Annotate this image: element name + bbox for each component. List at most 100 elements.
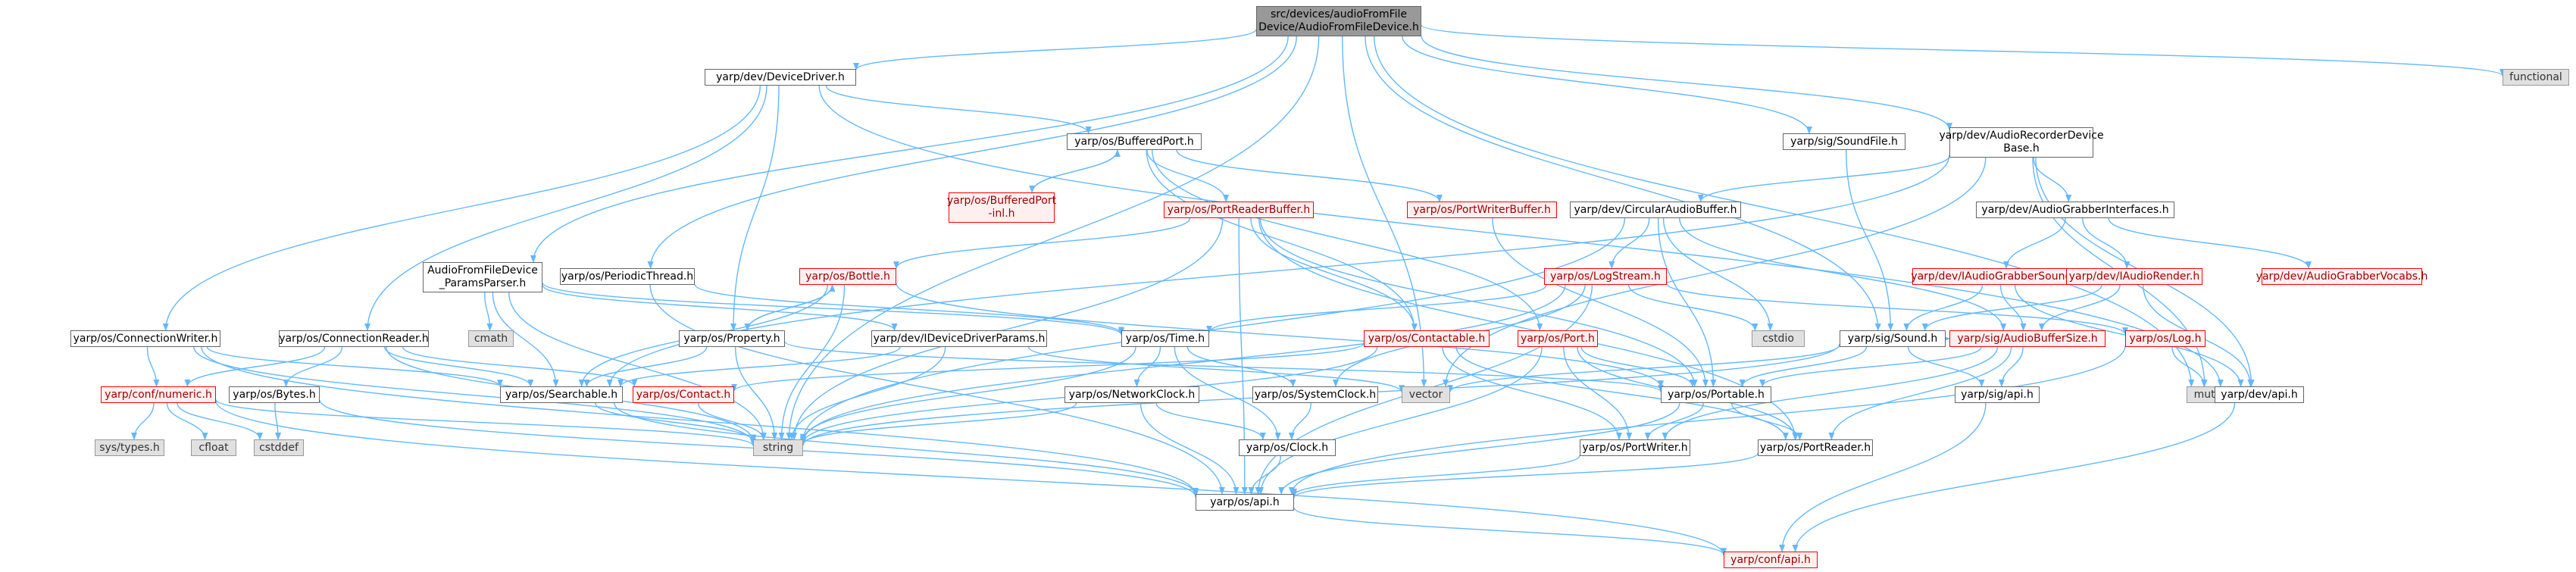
node-cstddef[interactable]: cstddef bbox=[254, 439, 304, 456]
edge-audiobufsize-to-sigapi bbox=[1998, 346, 2024, 387]
edge-connwriter-to-searchable bbox=[206, 346, 503, 388]
node-sysclock[interactable]: yarp/os/SystemClock.h bbox=[1252, 386, 1378, 403]
edge-idevparams-to-vector bbox=[1027, 346, 1405, 393]
node-sound[interactable]: yarp/sig/Sound.h bbox=[1840, 330, 1946, 347]
edge-audiorecbase-to-grabberifaces bbox=[2033, 157, 2072, 202]
edge-netclock-to-osclock bbox=[1155, 402, 1266, 440]
node-paramsparser[interactable]: AudioFromFileDevice _ParamsParser.h bbox=[423, 262, 542, 292]
edge-root-to-periodic bbox=[647, 36, 1297, 269]
node-osapi[interactable]: yarp/os/api.h bbox=[1196, 494, 1294, 511]
edge-portable-to-portwriter bbox=[1644, 402, 1704, 440]
edge-contact-to-string bbox=[697, 402, 767, 440]
node-confnumeric[interactable]: yarp/conf/numeric.h bbox=[101, 386, 216, 403]
edge-ostime-to-osclock bbox=[1174, 346, 1281, 440]
edge-bytes-to-cstddef bbox=[274, 402, 282, 440]
edge-root-to-sound bbox=[1365, 36, 1881, 331]
edge-bufport-to-portwriterbuf bbox=[1176, 149, 1443, 202]
edge-contactable-to-contact bbox=[731, 342, 1365, 392]
edge-idevparams-to-searchable bbox=[617, 346, 901, 387]
edge-logstream-to-string bbox=[800, 284, 1566, 444]
edge-devdriver-to-bufport bbox=[825, 85, 1092, 134]
node-cstdio[interactable]: cstdio bbox=[1752, 330, 1805, 347]
edge-bottle-to-string bbox=[778, 284, 846, 440]
node-string[interactable]: string bbox=[753, 439, 803, 456]
edge-connwriter-to-osapi bbox=[201, 346, 1199, 496]
edge-connwriter-to-confnumeric bbox=[146, 346, 160, 387]
node-cmath[interactable]: cmath bbox=[468, 330, 514, 347]
node-iaudiorender[interactable]: yarp/dev/IAudioRender.h bbox=[2066, 268, 2202, 285]
edge-netclock-to-string bbox=[800, 402, 1077, 445]
edge-paramsparser-to-cmath bbox=[484, 292, 493, 331]
node-functional[interactable]: functional bbox=[2503, 69, 2569, 86]
node-bufportinl[interactable]: yarp/os/BufferedPort -inl.h bbox=[947, 192, 1056, 223]
edge-searchable-to-osapi bbox=[614, 402, 1199, 495]
node-grabberifaces[interactable]: yarp/dev/AudioGrabberInterfaces.h bbox=[1976, 202, 2174, 218]
node-portreaderbuf[interactable]: yarp/os/PortReaderBuffer.h bbox=[1164, 202, 1314, 218]
edge-sound-to-portable bbox=[1739, 346, 1868, 387]
edge-oslog-to-mutex bbox=[2171, 346, 2208, 387]
edge-audiorecbase-to-circbuf bbox=[1697, 155, 1950, 202]
edge-osclock-to-osapi bbox=[1248, 455, 1282, 495]
node-portwriterbuf[interactable]: yarp/os/PortWriterBuffer.h bbox=[1407, 202, 1557, 218]
node-port[interactable]: yarp/os/Port.h bbox=[1518, 330, 1598, 347]
node-portwriter[interactable]: yarp/os/PortWriter.h bbox=[1580, 439, 1690, 456]
edge-logstream-to-cstdio bbox=[1627, 284, 1758, 331]
edge-portreaderbuf-to-bottle bbox=[893, 217, 1191, 270]
edge-sigapi-to-confapi bbox=[1779, 402, 1987, 552]
edge-root-to-devdriver bbox=[853, 29, 1257, 70]
node-root[interactable]: src/devices/audioFromFile Device/AudioFr… bbox=[1256, 6, 1421, 36]
node-logstream[interactable]: yarp/os/LogStream.h bbox=[1544, 268, 1667, 285]
node-vector[interactable]: vector bbox=[1402, 386, 1450, 403]
edge-iaudiorender-to-audiobufsize bbox=[2038, 284, 2121, 331]
node-iaudiograbsound[interactable]: yarp/dev/IAudioGrabberSound.h bbox=[1911, 268, 2082, 285]
edge-confnumeric-to-confapi bbox=[215, 400, 1727, 556]
edge-root-to-vector bbox=[1342, 36, 1427, 387]
node-ostime[interactable]: yarp/os/Time.h bbox=[1121, 330, 1209, 347]
node-periodic[interactable]: yarp/os/PeriodicThread.h bbox=[560, 268, 695, 285]
edge-portreaderbuf-to-portreader bbox=[1258, 217, 1799, 440]
edge-connreader-to-searchable bbox=[384, 346, 534, 387]
node-devapi[interactable]: yarp/dev/api.h bbox=[2215, 386, 2304, 403]
edge-logstream-to-oslog bbox=[1666, 283, 2128, 336]
node-grabvocabs[interactable]: yarp/dev/AudioGrabberVocabs.h bbox=[2256, 268, 2428, 285]
edge-circbuf-to-audiobufsize bbox=[1679, 217, 2007, 331]
node-idevparams[interactable]: yarp/dev/IDeviceDriverParams.h bbox=[871, 330, 1047, 347]
node-portable[interactable]: yarp/os/Portable.h bbox=[1661, 386, 1771, 403]
node-oslog[interactable]: yarp/os/Log.h bbox=[2125, 330, 2206, 347]
edge-portwriter-to-osapi bbox=[1291, 455, 1580, 496]
node-bottle[interactable]: yarp/os/Bottle.h bbox=[799, 268, 896, 285]
node-circbuf[interactable]: yarp/dev/CircularAudioBuffer.h bbox=[1570, 202, 1741, 218]
node-contactable[interactable]: yarp/os/Contactable.h bbox=[1364, 330, 1490, 347]
edge-portreaderbuf-to-portable bbox=[1259, 217, 1698, 387]
node-property[interactable]: yarp/os/Property.h bbox=[679, 330, 785, 347]
edge-idevparams-to-string bbox=[789, 346, 946, 440]
node-portreader[interactable]: yarp/os/PortReader.h bbox=[1758, 439, 1873, 456]
node-searchable[interactable]: yarp/os/Searchable.h bbox=[500, 386, 623, 403]
edge-sound-to-sigapi bbox=[1907, 346, 1985, 387]
node-connwriter[interactable]: yarp/os/ConnectionWriter.h bbox=[70, 330, 220, 347]
edge-grabberifaces-to-iaudiorender bbox=[2082, 217, 2131, 269]
edge-confnumeric-to-systypes bbox=[131, 402, 155, 440]
edge-paramsparser-to-searchable bbox=[492, 292, 559, 387]
node-netclock[interactable]: yarp/os/NetworkClock.h bbox=[1064, 386, 1199, 403]
node-bytes[interactable]: yarp/os/Bytes.h bbox=[229, 386, 320, 403]
node-audiobufsize[interactable]: yarp/sig/AudioBufferSize.h bbox=[1949, 330, 2106, 347]
edge-audiobufsize-to-portable bbox=[1759, 346, 1982, 387]
node-devdriver[interactable]: yarp/dev/DeviceDriver.h bbox=[705, 69, 856, 86]
node-cfloat[interactable]: cfloat bbox=[191, 439, 236, 456]
node-confapi[interactable]: yarp/conf/api.h bbox=[1724, 552, 1818, 568]
edge-bufportinl-to-bufport bbox=[1031, 149, 1121, 193]
node-contact[interactable]: yarp/os/Contact.h bbox=[633, 386, 734, 403]
edge-connreader-to-confnumeric bbox=[184, 346, 326, 387]
edge-bufport-to-port bbox=[1152, 149, 1543, 331]
node-sigapi[interactable]: yarp/sig/api.h bbox=[1955, 386, 2040, 403]
edge-property-to-bottle bbox=[746, 284, 836, 331]
edge-root-to-mutex bbox=[1374, 36, 2195, 387]
node-osclock[interactable]: yarp/os/Clock.h bbox=[1239, 439, 1336, 456]
node-audiorecbase[interactable]: yarp/dev/AudioRecorderDevice Base.h bbox=[1939, 127, 2104, 158]
node-bufport[interactable]: yarp/os/BufferedPort.h bbox=[1067, 133, 1202, 150]
node-soundfile[interactable]: yarp/sig/SoundFile.h bbox=[1783, 133, 1905, 150]
node-connreader[interactable]: yarp/os/ConnectionReader.h bbox=[279, 330, 429, 347]
node-systypes[interactable]: sys/types.h bbox=[95, 439, 164, 456]
